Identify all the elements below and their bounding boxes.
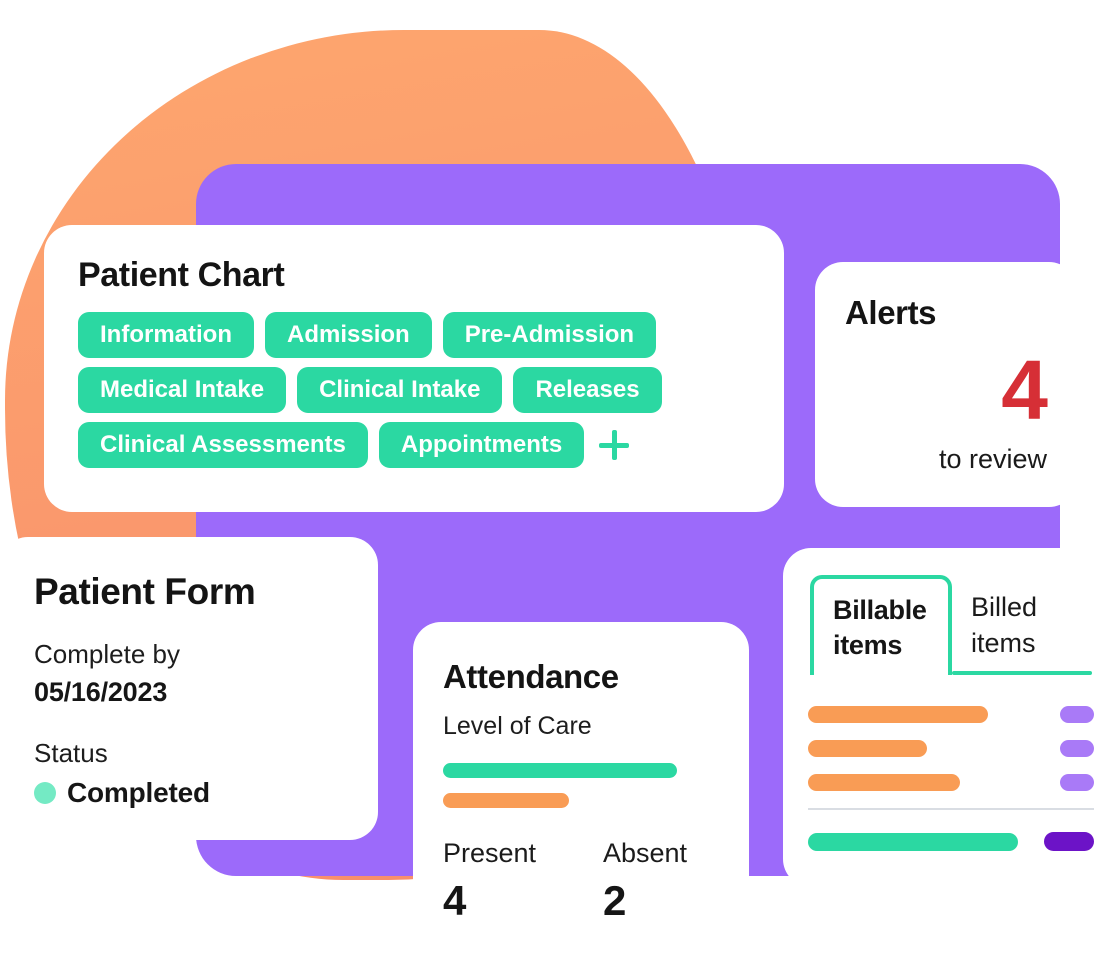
- billable-item-amount-pill: [1060, 706, 1094, 723]
- patient-chart-card: Patient Chart Information Admission Pre-…: [44, 225, 784, 512]
- tab-pre-admission[interactable]: Pre-Admission: [442, 312, 657, 358]
- tab-releases[interactable]: Releases: [513, 367, 662, 413]
- tab-admission[interactable]: Admission: [265, 312, 432, 358]
- absent-value: 2: [603, 877, 626, 924]
- tab-underline: [952, 671, 1092, 675]
- status-value: Completed: [67, 777, 210, 808]
- status-label: Status: [34, 738, 108, 768]
- billable-item-bar: [808, 740, 927, 757]
- present-value: 4: [443, 877, 466, 924]
- tab-clinical-assessments[interactable]: Clinical Assessments: [78, 422, 368, 468]
- add-tab-plus-icon[interactable]: [599, 430, 630, 460]
- alerts-subtitle: to review: [938, 444, 1047, 474]
- status-dot-icon: [34, 782, 56, 804]
- tab-information[interactable]: Information: [78, 312, 254, 358]
- patient-chart-tabs: Information Admission Pre-Admission Medi…: [78, 312, 750, 468]
- billable-item-row: [808, 706, 1094, 723]
- tab-clinical-intake[interactable]: Clinical Intake: [297, 367, 503, 413]
- billing-total-bar: [808, 832, 1018, 851]
- patient-form-card: Patient Form Complete by 05/16/2023 Stat…: [0, 537, 378, 840]
- absent-column: Absent 2: [603, 838, 687, 925]
- patient-form-title: Patient Form: [34, 571, 256, 612]
- billable-item-amount-pill: [1060, 774, 1094, 791]
- billable-item-row: [808, 774, 1094, 791]
- attendance-card: Attendance Level of Care Present 4 Absen…: [413, 622, 749, 928]
- billing-card: Billable items Billed items: [783, 548, 1115, 887]
- complete-by-label: Complete by: [34, 639, 180, 669]
- billing-divider: [808, 808, 1094, 810]
- alerts-count: 4: [1001, 343, 1048, 437]
- alerts-card: Alerts 4 to review: [815, 262, 1077, 507]
- attendance-stats: Present 4 Absent 2: [443, 838, 719, 925]
- billable-item-bar: [808, 774, 960, 791]
- level-of-care-label: Level of Care: [443, 712, 592, 740]
- alerts-title: Alerts: [845, 294, 937, 331]
- present-label: Present: [443, 838, 537, 868]
- complete-by-date: 05/16/2023: [34, 677, 168, 707]
- billable-items-list: [808, 706, 1094, 851]
- present-column: Present 4: [443, 838, 603, 925]
- tab-appointments[interactable]: Appointments: [378, 422, 585, 468]
- level-of-care-bar-secondary: [443, 793, 569, 808]
- tab-billed-items[interactable]: Billed items: [971, 592, 1038, 658]
- billable-item-row: [808, 740, 1094, 757]
- level-of-care-bar-primary: [443, 763, 677, 778]
- billable-item-amount-pill: [1060, 740, 1094, 757]
- tab-billable-items[interactable]: Billable items: [810, 575, 952, 675]
- attendance-title: Attendance: [443, 658, 619, 695]
- patient-chart-title: Patient Chart: [78, 256, 285, 294]
- billing-total-row: [808, 832, 1094, 851]
- status-row: Completed: [34, 777, 344, 809]
- absent-label: Absent: [603, 838, 688, 868]
- billing-total-amount-pill: [1044, 832, 1094, 851]
- tab-medical-intake[interactable]: Medical Intake: [78, 367, 287, 413]
- billable-item-bar: [808, 706, 988, 723]
